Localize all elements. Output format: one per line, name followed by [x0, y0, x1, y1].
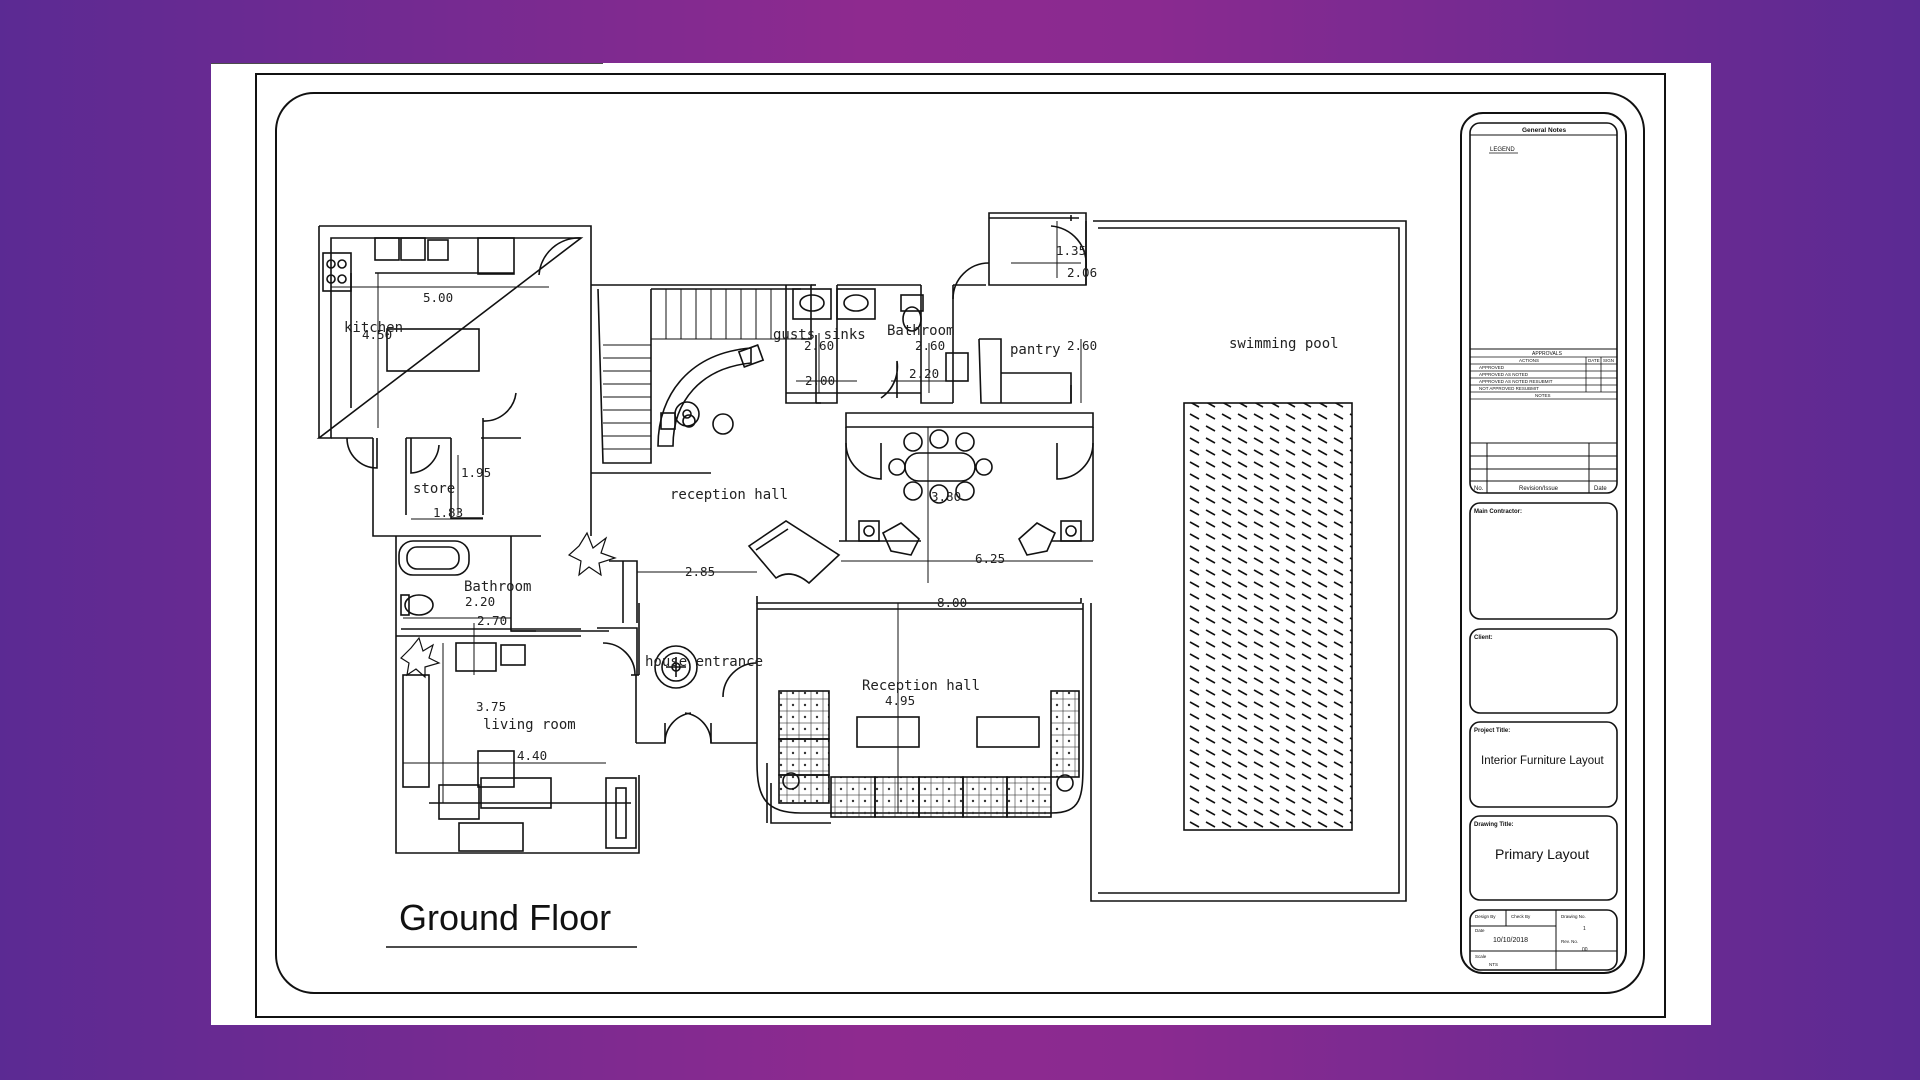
outer-border	[255, 73, 1666, 1018]
label-pantry: pantry	[1010, 342, 1061, 358]
label-swimming-pool: swimming pool	[1229, 336, 1339, 352]
tb-general-notes: General Notes	[1522, 127, 1566, 134]
dim-kitchen-width: 5.00	[423, 290, 453, 305]
dim-small-room-width: 2.06	[1067, 265, 1097, 280]
tb-approval-row-3: APPROVED AS NOTED RESUBMIT	[1479, 379, 1553, 384]
tb-revision-issue: Revision/Issue	[1519, 486, 1559, 492]
dim-bath-left-depth: 2.20	[465, 594, 495, 609]
tb-main-contractor: Main Contractor:	[1474, 509, 1522, 515]
tb-approval-row-2: APPROVED AS NOTED	[1479, 372, 1529, 377]
label-kitchen: kitchen	[344, 320, 403, 336]
dim-sinks-depth: 2.60	[804, 338, 834, 353]
tb-client: Client:	[1474, 635, 1493, 641]
label-bathroom-left: Bathroom	[464, 579, 531, 595]
title-block	[1460, 112, 1627, 974]
dim-living-depth: 3.75	[476, 699, 506, 714]
tb-project-title-label: Project Title:	[1474, 728, 1510, 734]
dim-dining-depth: 3.80	[931, 489, 961, 504]
tb-date-col: DATE	[1588, 358, 1600, 363]
label-reception-hall-upper: reception hall	[670, 487, 788, 503]
tb-rev-no: No.	[1474, 486, 1484, 492]
tb-design-by: Design By	[1475, 914, 1496, 919]
dim-bath-left-width: 2.70	[477, 613, 507, 628]
tb-drawing-title-label: Drawing Title:	[1474, 822, 1514, 828]
dim-store-width: 1.83	[433, 505, 463, 520]
dim-entrance-width: 2.85	[685, 564, 715, 579]
tb-rev-no-value: 00	[1582, 947, 1588, 953]
label-reception-hall-lower: Reception hall	[862, 678, 980, 694]
inner-border	[275, 92, 1645, 994]
tb-scale-value: NTS	[1489, 962, 1498, 967]
tb-check-by: Check By	[1511, 914, 1531, 919]
tb-rev-no-label: Rev. No.	[1561, 939, 1578, 944]
tb-scale-label: Scale	[1475, 954, 1487, 959]
tb-rev-date: Date	[1594, 486, 1607, 492]
dim-reception-depth: 4.95	[885, 693, 915, 708]
dim-small-room-depth: 1.35	[1056, 243, 1086, 258]
drawing-title: Ground Floor	[399, 897, 611, 938]
dim-kitchen-depth: 4.50	[362, 327, 392, 342]
dim-reception-width: 8.00	[937, 595, 967, 610]
dim-store-depth: 1.95	[461, 465, 491, 480]
tb-legend: LEGEND	[1490, 147, 1515, 153]
tb-approval-row-1: APPROVED	[1479, 365, 1505, 370]
dim-dining-width: 6.25	[975, 551, 1005, 566]
label-gusts-sinks: gusts sinks	[773, 327, 866, 343]
label-bathroom-right: Bathroom	[887, 323, 954, 339]
tb-date-value: 10/10/2018	[1493, 937, 1528, 944]
drawing-sheet: kitchen store Bathroom living room recep…	[211, 63, 1711, 1025]
tb-drawing-no: 1	[1583, 926, 1586, 932]
tb-project-title: Interior Furniture Layout	[1481, 755, 1605, 767]
tb-drawing-title: Primary Layout	[1495, 846, 1589, 862]
tb-drawing-no-label: Drawing No.	[1561, 914, 1586, 919]
dim-pantry-depth: 2.60	[1067, 338, 1097, 353]
floor-plan	[211, 63, 1407, 902]
label-house-entrance: house entrance	[645, 654, 763, 670]
tb-notes: NOTES	[1535, 393, 1551, 398]
tb-sign-col: SIGN	[1603, 358, 1614, 363]
tb-approval-row-4: NOT APPROVED RESUBMIT	[1479, 386, 1539, 391]
floor-plan-drawing: kitchen store Bathroom living room recep…	[211, 63, 1666, 1018]
label-living-room: living room	[483, 717, 576, 733]
tb-actions: ACTIONS	[1519, 358, 1539, 363]
dim-living-width: 4.40	[517, 748, 547, 763]
tb-date-label: Date	[1475, 928, 1485, 933]
title-block-text: General Notes LEGEND APPROVALS ACTIONS D…	[1474, 127, 1614, 967]
dim-bath-right-width: 2.20	[909, 366, 939, 381]
tb-approvals: APPROVALS	[1532, 351, 1563, 357]
dim-bath-right-depth: 2.60	[915, 338, 945, 353]
label-store: store	[413, 481, 455, 497]
dim-sinks-width: 2.00	[805, 373, 835, 388]
